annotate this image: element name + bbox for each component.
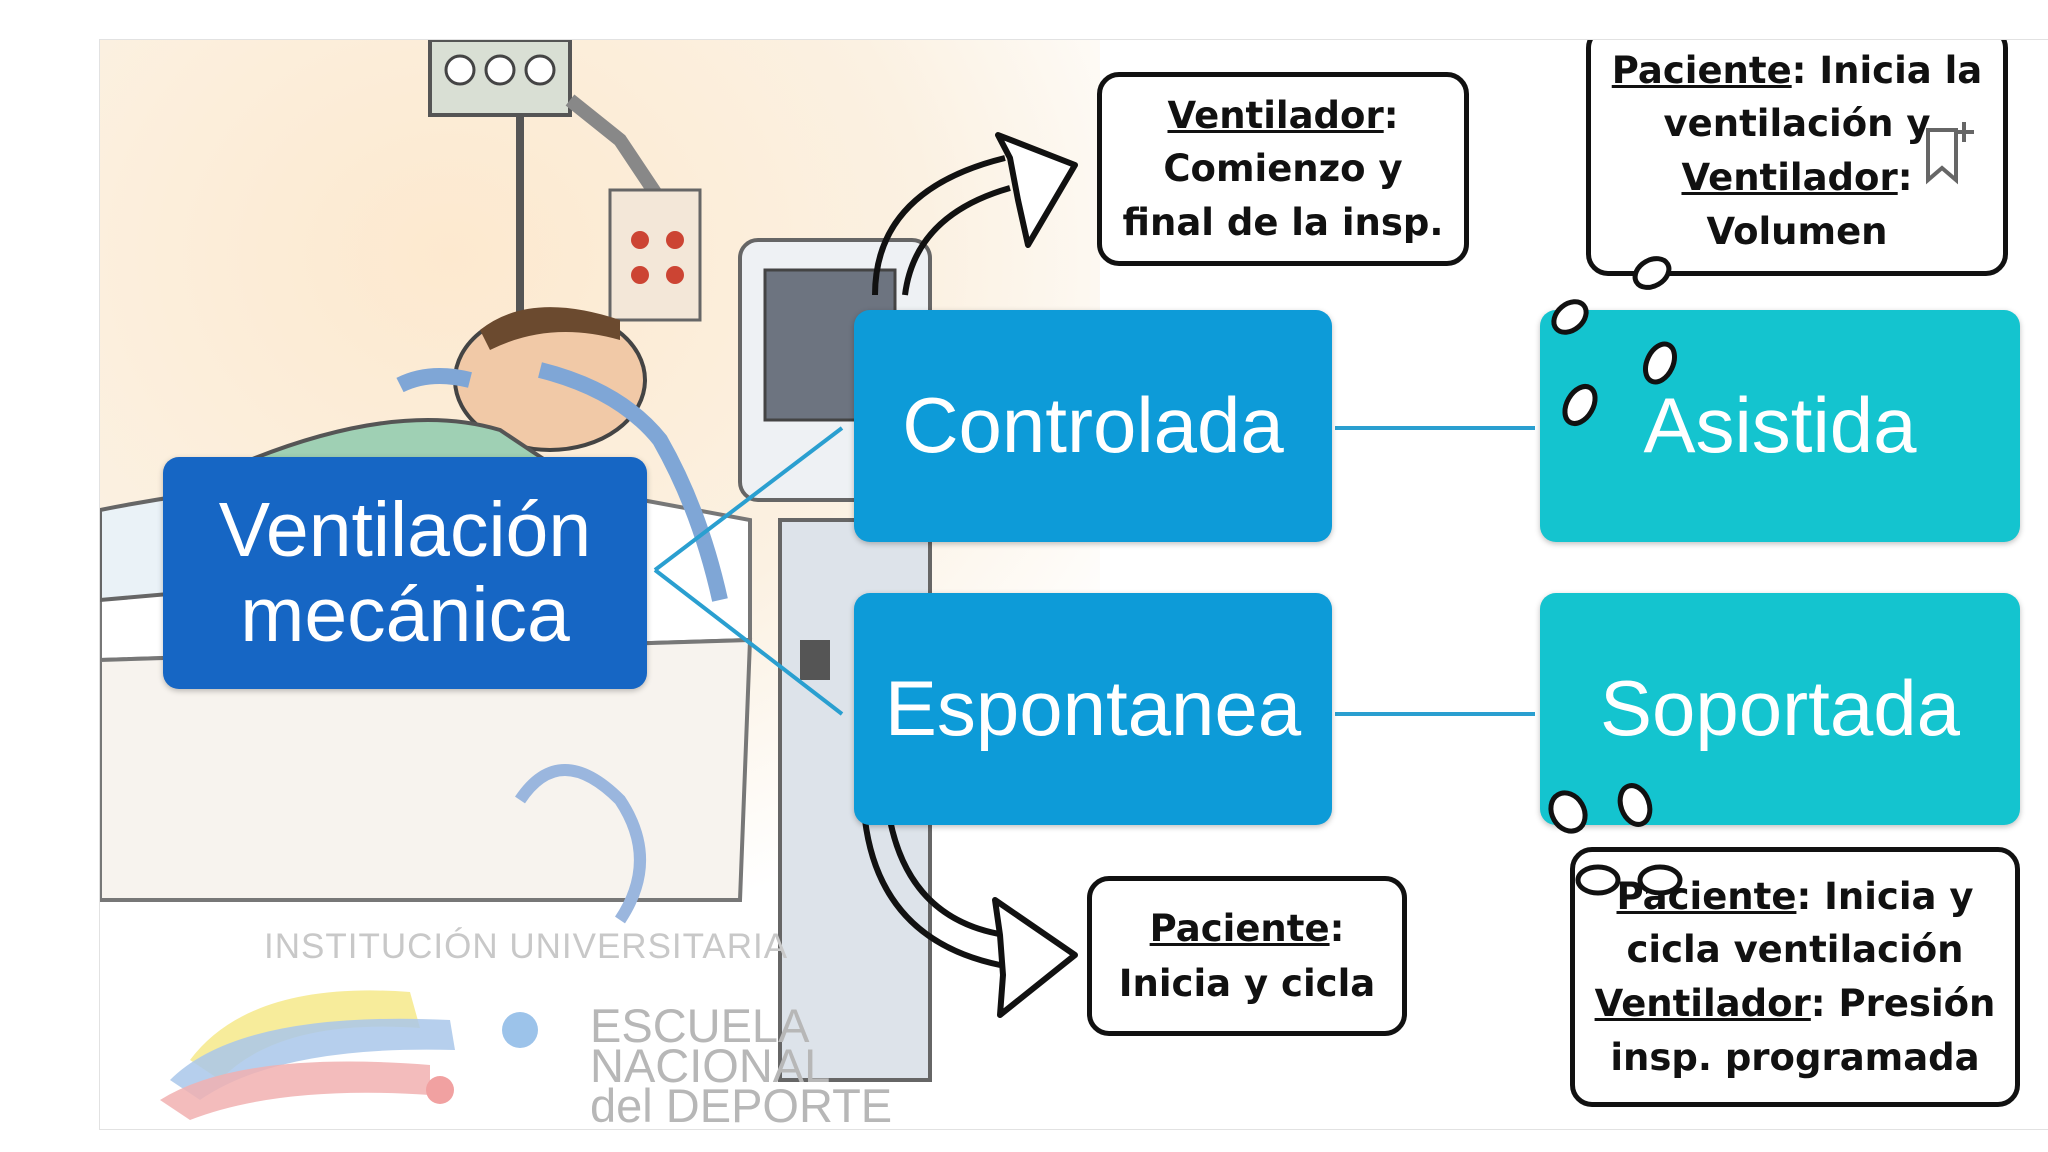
asistida-label: Asistida [1643, 381, 1917, 470]
note-colon: : [1329, 906, 1345, 950]
ventilacion-mecanica-node: Ventilación mecánica [163, 457, 647, 689]
arrow-to-paciente-note [862, 819, 1078, 1018]
connector-lines [653, 132, 1535, 1018]
note-colon: : [1383, 93, 1399, 137]
institution-name: ESCUELA NACIONAL del DEPORTE [590, 999, 893, 1130]
institution-label: INSTITUCIÓN UNIVERSITARIA [264, 927, 789, 966]
note-title: Ventilador [1167, 93, 1384, 137]
soportada-node: Soportada [1540, 593, 2020, 825]
espontanea-node: Espontanea [854, 593, 1332, 825]
note-text: : Inicia la [1791, 48, 1983, 92]
institution-logo-mark [160, 990, 538, 1120]
note-text: : [1897, 156, 1913, 199]
note-line: final de la insp. [1122, 200, 1444, 244]
soportada-label: Soportada [1600, 664, 1960, 753]
note-line: insp. programada [1610, 1035, 1980, 1079]
institution-name-line: del DEPORTE [590, 1078, 893, 1130]
institution-name-line: NACIONAL [590, 1038, 831, 1092]
espontanea-label: Espontanea [884, 664, 1302, 753]
note-title: Paciente [1611, 48, 1792, 92]
note-line: Volumen [1706, 209, 1888, 253]
ventilacion-mecanica-label: Ventilación mecánica [218, 487, 592, 658]
controlada-label: Controlada [902, 381, 1284, 470]
slide: Ventilación mecánica Controlada Espontan… [99, 39, 2048, 1130]
footprints-icon [1551, 256, 1678, 426]
bookmark-add-icon[interactable] [1920, 118, 1980, 188]
note-title: Paciente [1149, 906, 1330, 950]
footprints-icon [1548, 783, 1683, 896]
note-title: Ventilador [1681, 156, 1898, 199]
note-line: ventilación y [1663, 102, 1931, 146]
asistida-note: Paciente: Inicia la ventilación y Ventil… [1586, 40, 2008, 276]
paciente-espontanea-note: Paciente: Inicia y cicla [1087, 876, 1407, 1036]
note-text: : Presión [1810, 982, 1996, 1025]
note-title: Ventilador [1594, 982, 1811, 1025]
institution-name-line: ESCUELA [590, 999, 810, 1052]
note-text: : Inicia y [1796, 874, 1974, 918]
ventilador-controlada-note: Ventilador: Comienzo y final de la insp. [1097, 72, 1469, 266]
soportada-note: Paciente: Inicia y cicla ventilación Ven… [1570, 847, 2020, 1107]
arrow-to-ventilador-note [872, 132, 1078, 296]
controlada-node: Controlada [854, 310, 1332, 542]
note-line: Inicia y cicla [1118, 962, 1376, 1005]
note-line: cicla ventilación [1626, 928, 1964, 972]
asistida-node: Asistida [1540, 310, 2020, 542]
note-line: Comienzo y [1163, 147, 1403, 191]
